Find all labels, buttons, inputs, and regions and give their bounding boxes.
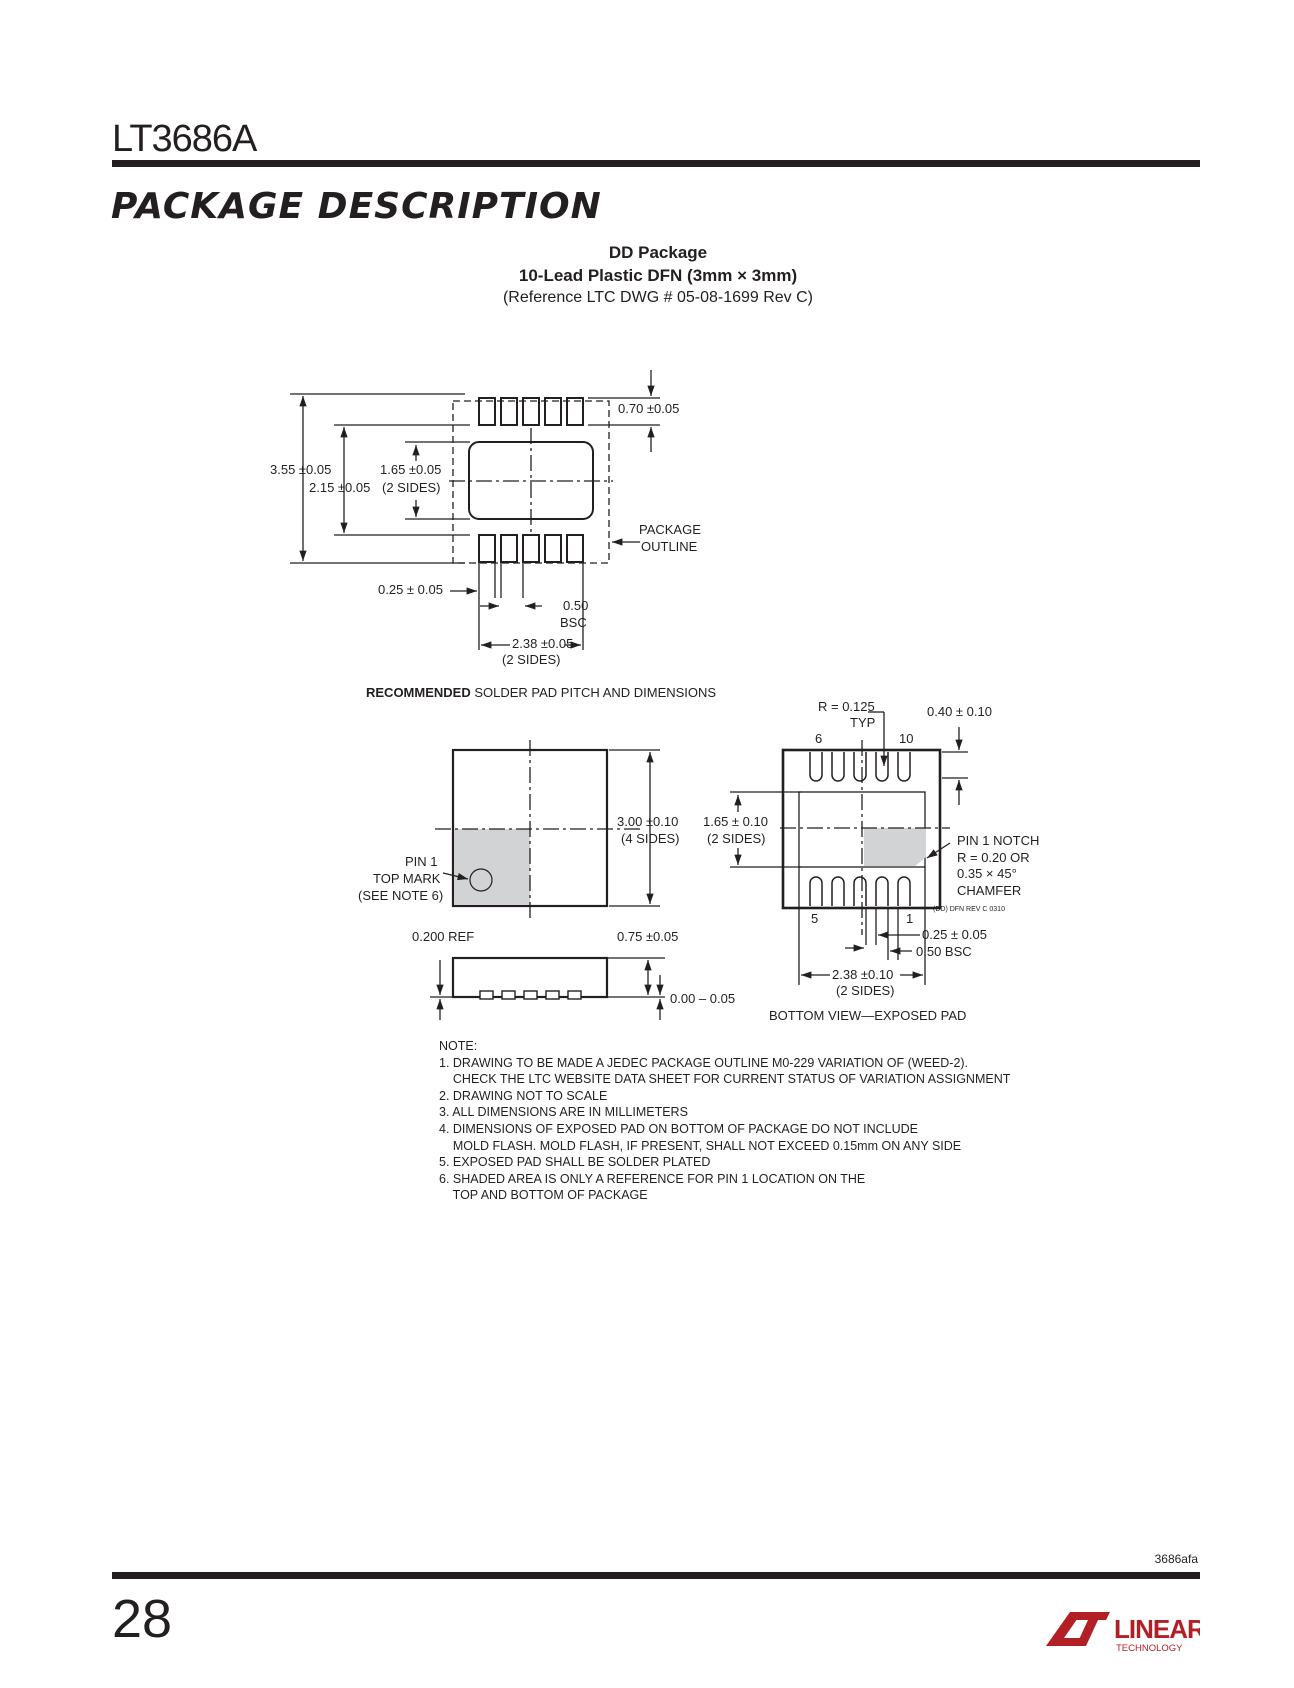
dim-050-bottom: 0.50 BSC xyxy=(916,944,972,959)
dim-075: 0.75 ±0.05 xyxy=(617,929,678,944)
pin1-shaded-area xyxy=(454,829,530,905)
note-line: CHECK THE LTC WEBSITE DATA SHEET FOR CUR… xyxy=(439,1072,1011,1087)
note-line: 1. DRAWING TO BE MADE A JEDEC PACKAGE OU… xyxy=(439,1055,969,1070)
page-number: 28 xyxy=(112,1589,173,1649)
dim-165-sides: (2 SIDES) xyxy=(382,480,441,495)
dim-238: 2.38 ±0.05 xyxy=(512,636,573,651)
pin1-notch-chamfer-2: CHAMFER xyxy=(957,883,1021,898)
pin1-notch-radius: R = 0.20 OR xyxy=(957,850,1030,865)
typ-label: TYP xyxy=(850,715,875,730)
bottom-shaded-area xyxy=(864,828,926,866)
package-name: DD Package xyxy=(608,243,708,262)
package-outline-label: PACKAGE xyxy=(639,522,701,537)
dim-165-bottom: 1.65 ± 0.10 xyxy=(703,814,768,829)
pin1-notch-chamfer: 0.35 × 45° xyxy=(957,866,1017,881)
dim-165-bottom-sides: (2 SIDES) xyxy=(707,831,766,846)
radius-label: R = 0.125 xyxy=(818,699,875,714)
pin1-number: 1 xyxy=(906,911,913,926)
package-subtitle: 10-Lead Plastic DFN (3mm × 3mm) xyxy=(518,266,798,285)
pin1-notch-label: PIN 1 NOTCH xyxy=(957,833,1039,848)
pin5-label: 5 xyxy=(811,911,818,926)
pin1-label: PIN 1 xyxy=(405,854,438,869)
note-line: MOLD FLASH. MOLD FLASH, IF PRESENT, SHAL… xyxy=(439,1138,962,1153)
logo-mark-icon xyxy=(1046,1612,1084,1646)
dim-215: 2.15 ±0.05 xyxy=(309,480,370,495)
solder-pads-bottom xyxy=(478,534,584,563)
dim-040: 0.40 ± 0.10 xyxy=(927,704,992,719)
solder-pad-caption: RECOMMENDED SOLDER PAD PITCH AND DIMENSI… xyxy=(366,685,716,700)
note-line: 2. DRAWING NOT TO SCALE xyxy=(439,1088,608,1103)
dim-025-bottom: 0.25 ± 0.05 xyxy=(922,927,987,942)
note-line: TOP AND BOTTOM OF PACKAGE xyxy=(439,1188,648,1203)
logo-mark-t-icon xyxy=(1070,1612,1110,1646)
dim-238-bottom: 2.38 ±0.10 xyxy=(832,967,893,982)
dim-070: 0.70 ±0.05 xyxy=(618,401,679,416)
footer-rule xyxy=(112,1572,1200,1579)
dim-000: 0.00 – 0.05 xyxy=(670,991,735,1006)
caption-bold: RECOMMENDED xyxy=(366,685,471,700)
package-reference: (Reference LTC DWG # 05-08-1699 Rev C) xyxy=(502,289,814,306)
notes-block: NOTE: 1. DRAWING TO BE MADE A JEDEC PACKA… xyxy=(439,1038,1010,1204)
dim-238-sides: (2 SIDES) xyxy=(502,652,561,667)
note-line: 5. EXPOSED PAD SHALL BE SOLDER PLATED xyxy=(439,1155,711,1170)
caption-rest: SOLDER PAD PITCH AND DIMENSIONS xyxy=(471,685,717,700)
pin1-see-note: (SEE NOTE 6) xyxy=(358,888,443,903)
part-number: LT3686A xyxy=(112,118,257,160)
pin1-top-mark: TOP MARK xyxy=(373,871,441,886)
pin10-label: 10 xyxy=(899,731,913,746)
header-rule xyxy=(112,160,1200,167)
logo-subword: TECHNOLOGY xyxy=(1116,1643,1183,1654)
document-number: 3686afa xyxy=(1154,1552,1198,1566)
note-line: 3. ALL DIMENSIONS ARE IN MILLIMETERS xyxy=(439,1105,688,1120)
package-outline-label-2: OUTLINE xyxy=(641,539,698,554)
dim-165: 1.65 ±0.05 xyxy=(380,462,441,477)
dim-bsc: BSC xyxy=(560,615,587,630)
dim-0200-ref: 0.200 REF xyxy=(412,929,474,944)
dim-355: 3.55 ±0.05 xyxy=(270,462,331,477)
note-line: 6. SHADED AREA IS ONLY A REFERENCE FOR P… xyxy=(439,1171,866,1186)
dim-238-bottom-sides: (2 SIDES) xyxy=(836,983,895,998)
logo-word: LINEAR xyxy=(1114,1614,1200,1644)
note-line: 4. DIMENSIONS OF EXPOSED PAD ON BOTTOM O… xyxy=(439,1121,919,1136)
linear-technology-logo: LINEAR TECHNOLOGY xyxy=(1046,1612,1200,1654)
dim-300-sides: (4 SIDES) xyxy=(621,831,680,846)
dim-050: 0.50 xyxy=(563,598,588,613)
bottom-view-caption: BOTTOM VIEW—EXPOSED PAD xyxy=(769,1008,966,1023)
solder-pads-top xyxy=(478,397,584,426)
section-title: PACKAGE DESCRIPTION xyxy=(111,186,602,227)
notes-heading: NOTE: xyxy=(439,1039,478,1053)
dim-025: 0.25 ± 0.05 xyxy=(378,582,443,597)
drawing-code: (DD) DFN REV C 0310 xyxy=(933,906,1005,913)
dim-300: 3.00 ±0.10 xyxy=(617,814,678,829)
pin6-label: 6 xyxy=(815,731,822,746)
